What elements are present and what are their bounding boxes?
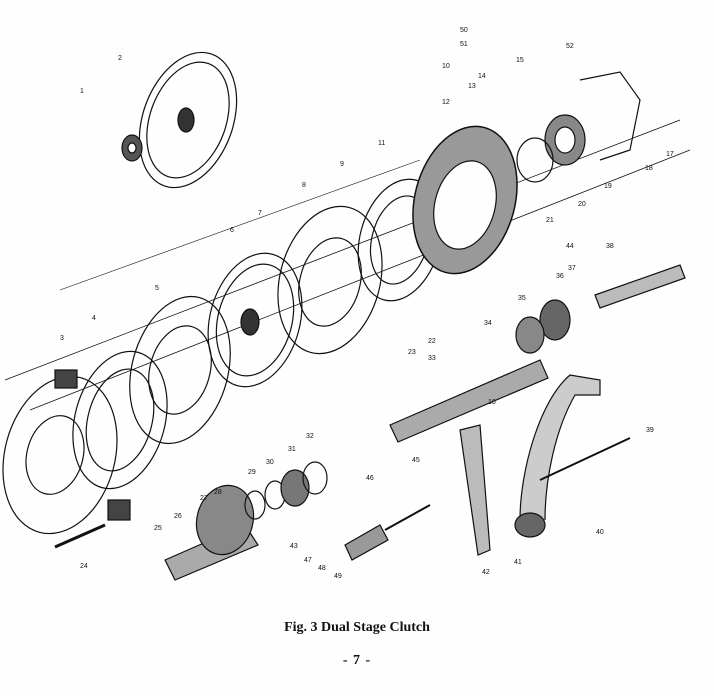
callout-14: 14 — [478, 73, 486, 80]
callout-39: 39 — [646, 427, 654, 434]
pressure-plate-part-3 — [2, 369, 131, 535]
callout-19: 19 — [604, 183, 612, 190]
callout-21: 21 — [546, 217, 554, 224]
clutch-cover-part-12 — [412, 125, 518, 275]
callout-13: 13 — [468, 83, 476, 90]
callout-30: 30 — [266, 459, 274, 466]
bolt-part-24 — [54, 523, 106, 549]
callout-18: 18 — [645, 165, 653, 172]
release-yoke-part-19 — [579, 71, 641, 161]
callout-1: 1 — [80, 88, 84, 95]
callout-29: 29 — [248, 469, 256, 476]
callout-49: 49 — [334, 573, 342, 580]
callout-41: 41 — [514, 559, 522, 566]
intermediate-plate-part-8 — [277, 205, 383, 355]
figure-caption: Fig. 3 Dual Stage Clutch — [284, 620, 430, 635]
bearing-rings-29-32 — [244, 461, 328, 520]
callout-17: 17 — [666, 151, 674, 158]
callout-36: 36 — [556, 273, 564, 280]
gear-part-36 — [515, 299, 571, 354]
callout-2: 2 — [118, 55, 122, 62]
bearing-housing-part-27 — [164, 484, 259, 581]
callout-28: 28 — [214, 489, 222, 496]
callout-9: 9 — [340, 161, 344, 168]
callout-22: 22 — [428, 338, 436, 345]
callout-40: 40 — [596, 529, 604, 536]
main-shaft-part-33 — [389, 359, 549, 443]
callout-27: 27 — [200, 495, 208, 502]
callout-16: 16 — [488, 399, 496, 406]
callout-3: 3 — [60, 335, 64, 342]
driven-plate-part-6 — [207, 252, 303, 388]
callout-20: 20 — [578, 201, 586, 208]
callout-31: 31 — [288, 446, 296, 453]
callout-47: 47 — [304, 557, 312, 564]
friction-ring-part-4 — [72, 350, 168, 490]
callout-7: 7 — [258, 210, 262, 217]
callout-44: 44 — [566, 243, 574, 250]
callout-42: 42 — [482, 569, 490, 576]
callout-12: 12 — [442, 99, 450, 106]
callout-33: 33 — [428, 355, 436, 362]
callout-26: 26 — [174, 513, 182, 520]
callout-23: 23 — [408, 349, 416, 356]
callout-46: 46 — [366, 475, 374, 482]
shaft-part-28 — [594, 264, 686, 309]
callout-4: 4 — [92, 315, 96, 322]
release-bearing-part-20 — [516, 114, 586, 183]
page-number: - 7 - — [342, 653, 372, 668]
callout-48: 48 — [318, 565, 326, 572]
callout-32: 32 — [306, 433, 314, 440]
callout-51: 51 — [460, 41, 468, 48]
callout-38: 38 — [606, 243, 614, 250]
callout-50: 50 — [460, 27, 468, 34]
callout-24: 24 — [80, 563, 88, 570]
callout-6: 6 — [230, 227, 234, 234]
callout-35: 35 — [518, 295, 526, 302]
pilot-bearing-part-1 — [121, 134, 143, 162]
lugged-plate-part-5 — [129, 295, 231, 445]
callout-8: 8 — [302, 182, 306, 189]
pedal-lever-part-40 — [514, 374, 631, 538]
callout-52: 52 — [566, 43, 574, 50]
callout-25: 25 — [154, 525, 162, 532]
callout-34: 34 — [484, 320, 492, 327]
callout-labels: 1 2 3 4 5 6 7 8 9 10 11 12 13 14 15 16 1… — [60, 27, 674, 580]
callout-15: 15 — [516, 57, 524, 64]
callout-37: 37 — [568, 265, 576, 272]
callout-11: 11 — [378, 140, 385, 147]
driven-plate-part-2 — [138, 51, 238, 189]
callout-43: 43 — [290, 543, 298, 550]
callout-5: 5 — [155, 285, 159, 292]
clevis-part-48 — [344, 504, 431, 561]
callout-45: 45 — [412, 457, 420, 464]
lever-part-42 — [459, 424, 491, 556]
callout-10: 10 — [442, 63, 450, 70]
